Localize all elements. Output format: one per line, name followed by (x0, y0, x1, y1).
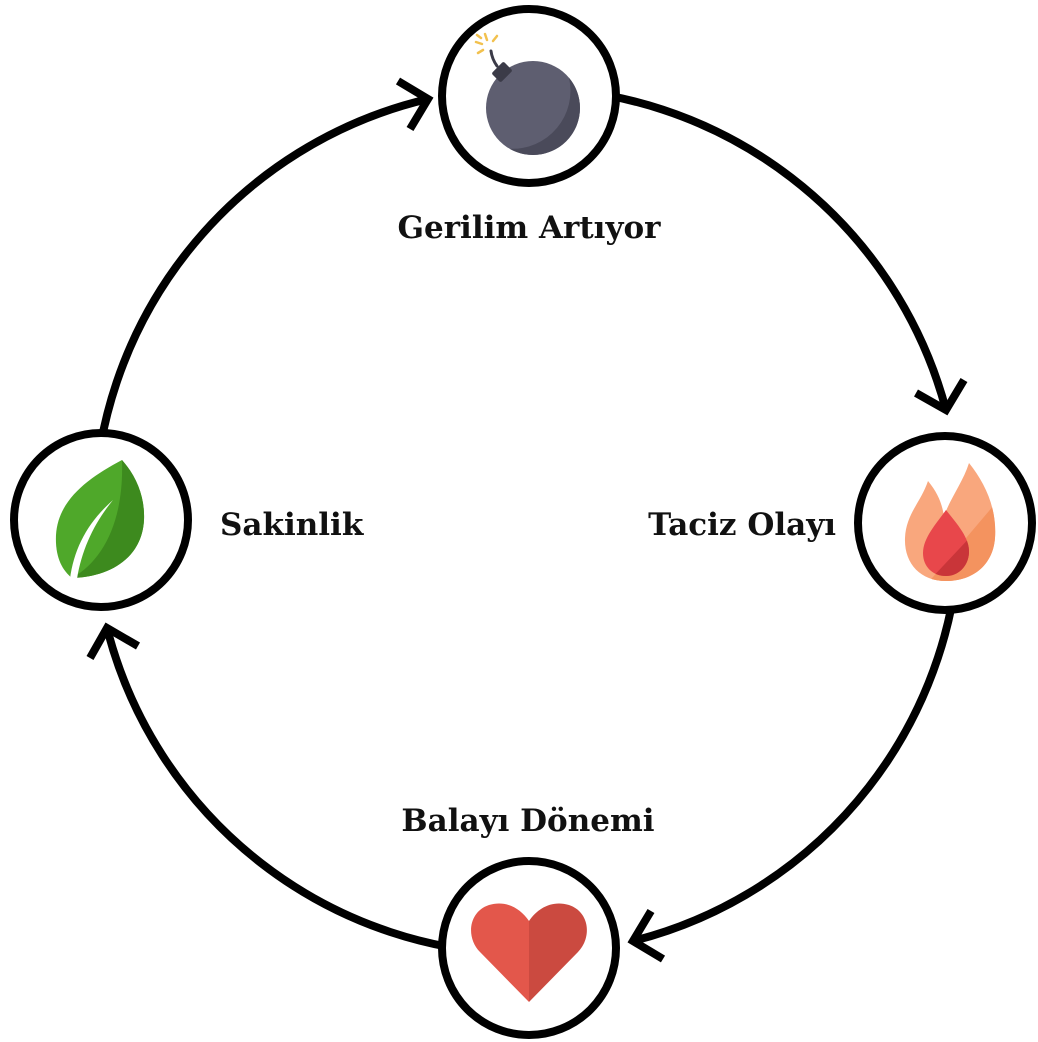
spark-line (475, 33, 483, 40)
arrowhead-right (395, 77, 434, 132)
fire-icon (904, 463, 996, 581)
node-balayi-donemi: Balayı Dönemi (401, 803, 655, 1039)
node-sakinlik: Sakinlik (10, 429, 365, 611)
node-label: Sakinlik (220, 507, 365, 543)
spark-line (476, 48, 485, 55)
bomb-icon (474, 32, 580, 155)
bomb-fuse (489, 49, 499, 68)
arrowhead-up (86, 622, 141, 660)
leaf-vein (70, 500, 113, 579)
node-label: Balayı Dönemi (401, 803, 654, 839)
leaf-icon (55, 460, 145, 579)
bomb-shade (509, 77, 580, 155)
heart-right-half (529, 903, 587, 1002)
node-label: Taciz Olayı (648, 507, 836, 543)
arrowhead-left (627, 908, 666, 963)
node-gerilim-artiyor: Gerilim Artıyor (398, 5, 662, 246)
spark-line (491, 34, 499, 43)
spark-line (474, 40, 484, 46)
heart-left-half (471, 903, 529, 1002)
spark-line (483, 32, 489, 42)
leaf-shade (72, 460, 145, 578)
bomb-cap (492, 62, 512, 82)
node-label: Gerilim Artıyor (398, 210, 662, 246)
node-taciz-olayi: Taciz Olayı (648, 432, 1036, 614)
spark-icon (474, 32, 499, 55)
arrowhead-down (914, 377, 968, 416)
heart-icon (471, 903, 587, 1002)
